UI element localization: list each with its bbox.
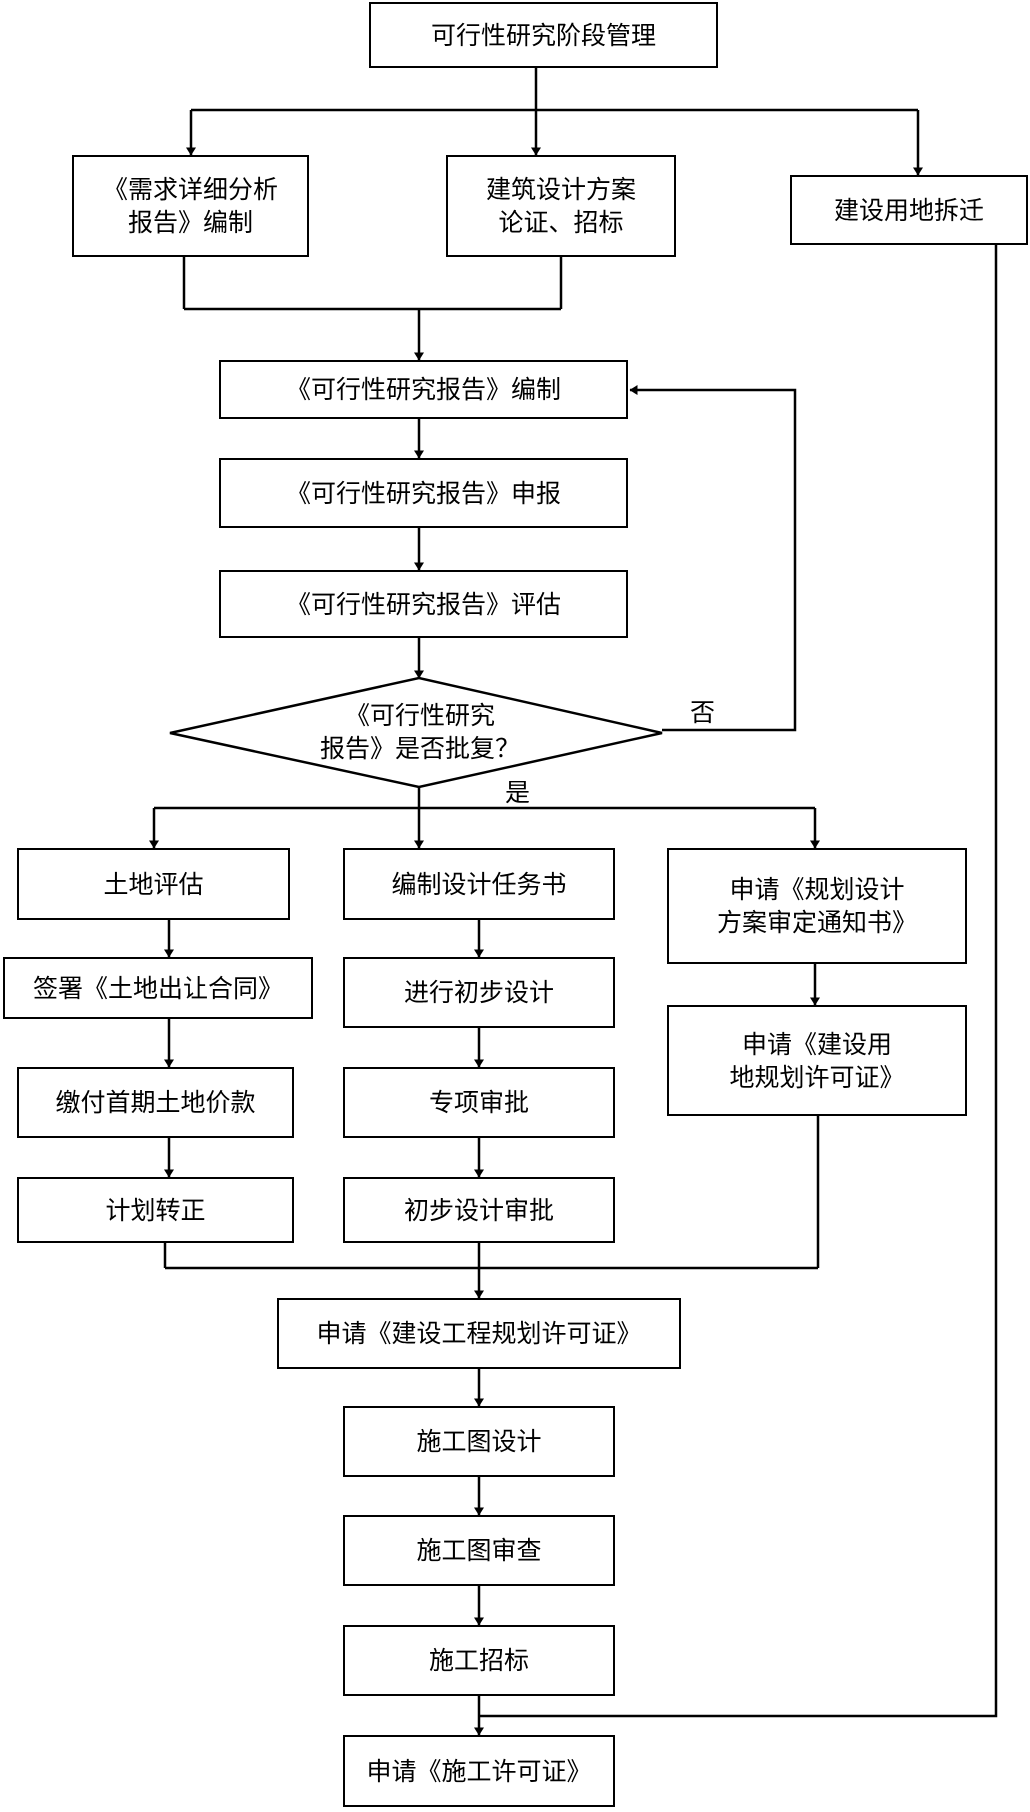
edge-no-loop: [629, 385, 797, 732]
label-no: 否: [690, 698, 716, 727]
node-sign-land-contract: 签署《土地出让合同》: [3, 957, 313, 1019]
edge-demolition-long: [479, 245, 998, 1718]
node-feasibility-mgmt: 可行性研究阶段管理: [369, 2, 718, 68]
node-apply-construct-permit: 申请《施工许可证》: [343, 1735, 615, 1807]
node-fs-approved-q: 《可行性研究 报告》是否批复？: [319, 701, 520, 763]
node-fs-submit: 《可行性研究报告》申报: [219, 458, 628, 528]
node-land-demolition: 建设用地拆迁: [790, 175, 1028, 245]
node-design-task: 编制设计任务书: [343, 848, 615, 920]
node-fs-compile: 《可行性研究报告》编制: [219, 360, 628, 419]
node-apply-land-permit: 申请《建设用 地规划许可证》: [667, 1005, 967, 1116]
node-construct-drawing: 施工图设计: [343, 1406, 615, 1477]
node-demand-report: 《需求详细分析 报告》编制: [72, 155, 309, 257]
node-fs-evaluate: 《可行性研究报告》评估: [219, 570, 628, 638]
node-apply-plan-notice: 申请《规划设计 方案审定通知书》: [667, 848, 967, 964]
node-plan-formal: 计划转正: [17, 1177, 294, 1243]
node-apply-eng-permit: 申请《建设工程规划许可证》: [277, 1298, 681, 1369]
decision-diamond: [169, 676, 663, 789]
node-land-eval: 土地评估: [17, 848, 290, 920]
node-prelim-design: 进行初步设计: [343, 957, 615, 1028]
node-construct-bid: 施工招标: [343, 1625, 615, 1696]
node-special-approval: 专项审批: [343, 1067, 615, 1138]
node-prelim-approval: 初步设计审批: [343, 1177, 615, 1243]
node-arch-design: 建筑设计方案 论证、招标: [446, 155, 676, 257]
node-drawing-review: 施工图审查: [343, 1515, 615, 1586]
node-pay-land: 缴付首期土地价款: [17, 1067, 294, 1138]
label-yes: 是: [505, 778, 531, 807]
